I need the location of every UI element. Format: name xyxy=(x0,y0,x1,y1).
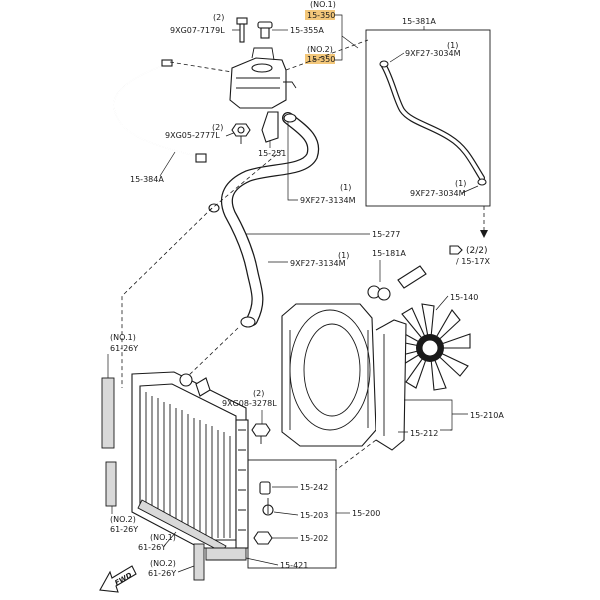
label-part-15-242[interactable]: 15-242 xyxy=(300,483,328,492)
leader-clamp-a xyxy=(287,122,298,201)
ref-arrow-head-icon xyxy=(480,230,488,238)
leader-61-26y-c xyxy=(163,531,177,547)
hose-15-381a-frame xyxy=(365,29,491,207)
coolant-reservoir-tank-icon xyxy=(229,47,297,109)
bolt-15-202-icon xyxy=(253,531,273,545)
label-part-15-277[interactable]: 15-277 xyxy=(372,230,400,239)
drain-plug-15-203-icon xyxy=(262,498,274,516)
label-part-15-200[interactable]: 15-200 xyxy=(352,509,380,518)
label-part-15-355a[interactable]: 15-355A xyxy=(290,26,324,35)
label-part-15-140[interactable]: 15-140 xyxy=(450,293,478,302)
overflow-hose-15-384a-icon xyxy=(113,59,207,163)
label-part-15-384a[interactable]: 15-384A xyxy=(130,175,164,184)
leader-61-26y-d xyxy=(177,565,195,573)
radiator-seal-no2-left-icon xyxy=(105,461,117,507)
label-part-15-421[interactable]: 15-421 xyxy=(280,561,308,570)
bracket-15-251-icon xyxy=(261,111,279,143)
label-part-15-210a[interactable]: 15-210A xyxy=(470,411,504,420)
radiator-seal-no1-left-icon xyxy=(101,377,115,449)
part-15-350-no1-highlight xyxy=(305,10,335,20)
fan-shroud-15-210a-icon xyxy=(281,303,377,447)
label-no2-bottom: (NO.2) xyxy=(150,559,176,568)
label-circ1-c: (1) xyxy=(447,41,458,50)
fwd-arrow-icon: FWD xyxy=(99,565,137,593)
leader-15-212 xyxy=(398,429,452,433)
radiator-15-200-icon xyxy=(131,371,249,549)
hose-clamps-pair-icon xyxy=(367,285,391,301)
bolt-9xg05-icon xyxy=(231,123,251,144)
leader-15-210a xyxy=(404,399,468,431)
label-bolt-9xg07[interactable]: 9XG07-7179L xyxy=(170,26,225,35)
label-part-15-350-a[interactable]: 15-350 xyxy=(307,11,335,20)
reservoir-cap-icon xyxy=(257,21,273,39)
label-circ1-b: (1) xyxy=(338,251,349,260)
hose-15-381a-icon xyxy=(379,60,487,186)
radiator-seal-15-421-icon xyxy=(205,547,247,561)
label-part-61-26y-d[interactable]: 61-26Y xyxy=(148,569,176,578)
hose-guide-lower-dashed xyxy=(185,327,239,379)
upper-hose-15-277-icon xyxy=(220,112,320,326)
label-part-15-350-b[interactable]: 15-350 xyxy=(307,55,335,64)
label-no1-bottom: (NO.1) xyxy=(150,533,176,542)
label-no1-top: (NO.1) xyxy=(310,0,336,9)
hose-clamp-upper-icon xyxy=(283,113,297,123)
drain-cock-15-242-icon xyxy=(259,481,271,495)
label-circ1-a: (1) xyxy=(340,183,351,192)
leader-clamp-d xyxy=(461,185,479,194)
label-no2-left: (NO.2) xyxy=(110,515,136,524)
label-circ1-d: (1) xyxy=(455,179,466,188)
label-bolt-9xg05[interactable]: 9XG05-2777L xyxy=(165,131,220,140)
label-no2-top: (NO.2) xyxy=(307,45,333,54)
leader-15-203 xyxy=(273,511,299,516)
label-ref-page[interactable]: (2/2) xyxy=(466,246,488,256)
label-part-61-26y-c[interactable]: 61-26Y xyxy=(138,543,166,552)
label-circ2-c: (2) xyxy=(253,389,264,398)
label-part-61-26y-a[interactable]: 61-26Y xyxy=(110,344,138,353)
bolt-9xg08-icon xyxy=(251,423,271,444)
label-part-15-202[interactable]: 15-202 xyxy=(300,534,328,543)
leader-clamp-c xyxy=(389,52,405,63)
hose-guide-left-dashed xyxy=(121,207,213,388)
label-fwd: FWD xyxy=(114,571,134,587)
label-clamp-c[interactable]: 9XF27-3034M xyxy=(405,49,461,58)
fan-shroud-15-212-icon xyxy=(375,319,407,451)
part-15-350-no2-highlight xyxy=(305,54,335,64)
bolt-9xg07-icon xyxy=(236,17,248,43)
hand-pointer-icon xyxy=(449,245,463,255)
label-part-15-212[interactable]: 15-212 xyxy=(410,429,438,438)
hose-guide-mid-dashed xyxy=(209,149,283,211)
label-ref-section[interactable]: / 15-17X xyxy=(456,257,490,266)
label-circ2-b: (2) xyxy=(212,123,223,132)
label-part-15-203[interactable]: 15-203 xyxy=(300,511,328,520)
label-clamp-b[interactable]: 9XF27-3134M xyxy=(290,259,346,268)
leader-15-140 xyxy=(435,295,449,311)
overflow-hose-dashed xyxy=(169,61,233,73)
label-clamp-a[interactable]: 9XF27-3134M xyxy=(300,196,356,205)
leader-15-350 xyxy=(335,14,359,61)
label-circ2-a: (2) xyxy=(213,13,224,22)
label-part-15-181a[interactable]: 15-181A xyxy=(372,249,406,258)
label-part-15-381a[interactable]: 15-381A xyxy=(402,17,436,26)
label-bolt-9xg08[interactable]: 9XG08-3278L xyxy=(222,399,277,408)
reservoir-to-hose-dashed xyxy=(285,39,369,71)
hose-clamp-lower-icon xyxy=(208,203,256,328)
label-part-61-26y-b[interactable]: 61-26Y xyxy=(110,525,138,534)
label-clamp-d[interactable]: 9XF27-3034M xyxy=(410,189,466,198)
label-part-15-251[interactable]: 15-251 xyxy=(258,149,286,158)
radiator-parts-frame xyxy=(247,459,337,569)
leader-15-384a xyxy=(159,151,176,177)
radiator-seal-bottom-no2-icon xyxy=(193,543,205,581)
label-no1-left: (NO.1) xyxy=(110,333,136,342)
leader-15-421 xyxy=(245,557,279,566)
hose-15-181a-icon xyxy=(397,265,427,289)
shroud-to-radiator-dashed xyxy=(335,439,377,471)
